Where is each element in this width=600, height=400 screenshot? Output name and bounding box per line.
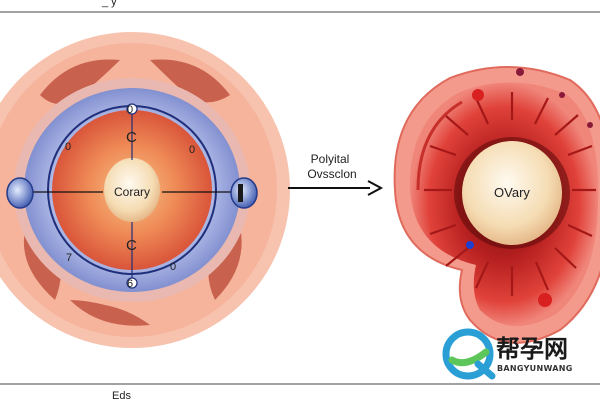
red-follicle-3: [559, 92, 565, 98]
right-knob-mark: [238, 184, 243, 202]
arrow-label-line1: Polyital: [311, 152, 350, 166]
watermark-leaf-icon: [448, 348, 490, 367]
arrow-label-line2: Ovssclon: [307, 167, 356, 181]
oocyte-core: [104, 158, 160, 222]
red-follicle-5: [538, 293, 552, 307]
marker-bottom-1: 6: [127, 278, 133, 290]
watermark-logo: 帮孕网 BANGYUNWANG: [442, 328, 573, 380]
right-oocyte-core: [462, 141, 562, 245]
right-knob: [230, 177, 258, 209]
red-follicle-1: [472, 89, 484, 101]
left-ovary-cross-section: 0 C C 6 0 7 0 0 Corary: [0, 32, 290, 348]
radial-stripes: [424, 92, 596, 296]
header-partial-text: _ y: [101, 0, 117, 8]
watermark-en-text: BANGYUNWANG: [497, 364, 573, 373]
marker-right-1: 0: [170, 261, 176, 273]
marker-bottom-0: C: [126, 237, 137, 254]
blue-ovulation-dot: [466, 241, 474, 249]
marker-top-0: 0: [127, 104, 133, 116]
watermark-cn-text: 帮孕网: [496, 335, 568, 363]
watermark-ring-icon: [442, 328, 494, 380]
left-center-label: Corary: [114, 185, 150, 199]
left-knob: [6, 177, 34, 209]
right-ovary-cross-section: OVary: [393, 66, 600, 344]
watermark-tail-icon: [474, 360, 496, 380]
process-arrow: Polyital Ovssclon: [288, 152, 384, 196]
right-center-label: OVary: [494, 185, 530, 200]
lobe-top-left: [40, 59, 120, 104]
right-inner-edge: [416, 100, 463, 191]
marker-left-0: 0: [65, 141, 71, 153]
marker-left-1: 7: [66, 252, 72, 264]
footer-partial-text: Eds: [112, 390, 131, 400]
marker-top-1: C: [126, 129, 137, 146]
red-follicle-2: [516, 68, 524, 76]
lobe-bottom: [70, 300, 150, 326]
lobe-top-right: [150, 59, 230, 103]
top-marker-dot: [126, 103, 138, 115]
arrow-head: [367, 180, 384, 196]
red-follicle-4: [587, 122, 593, 128]
marker-right-0: 0: [189, 144, 195, 156]
bottom-marker-dot: [126, 277, 138, 289]
